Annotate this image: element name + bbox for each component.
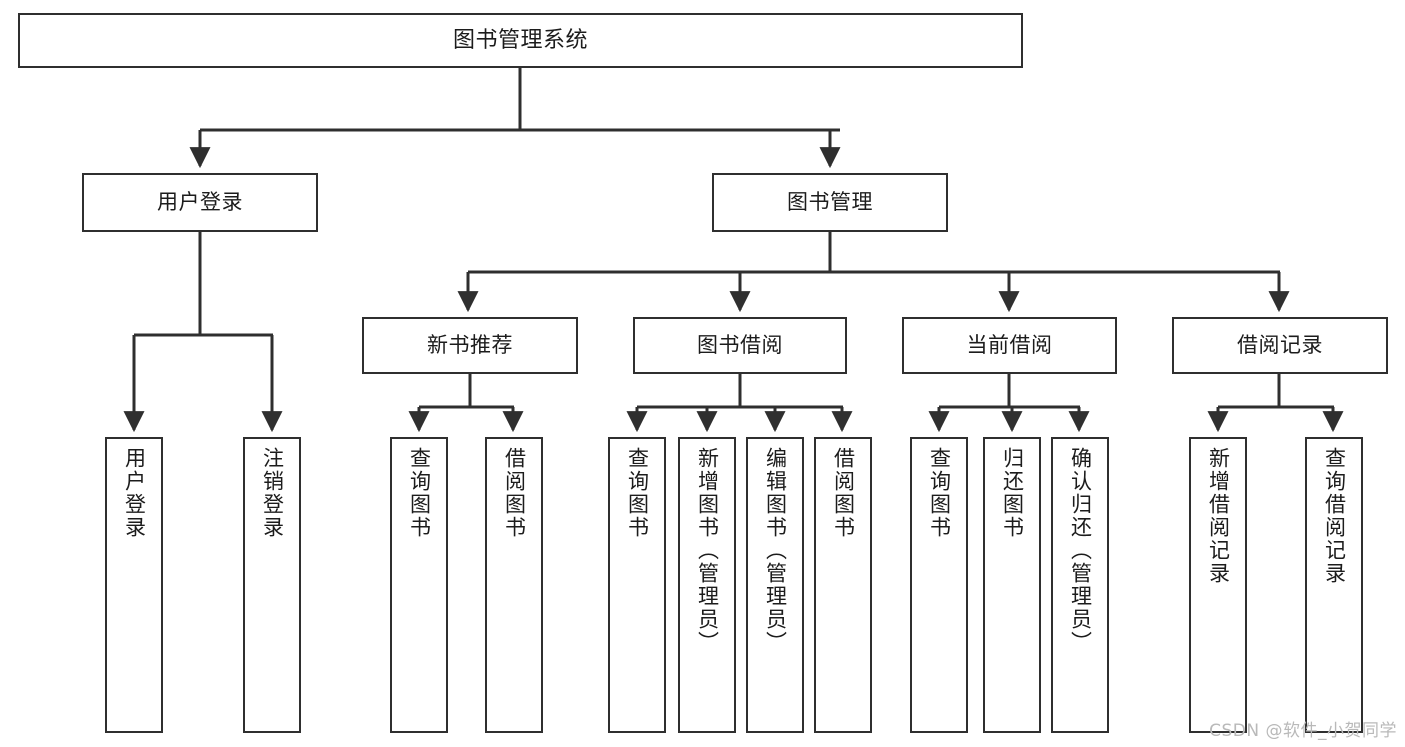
leaf-query-books-current[interactable]: 查询图书	[910, 437, 968, 733]
node-new-book-recommend[interactable]: 新书推荐	[362, 317, 578, 374]
csdn-watermark: CSDN @软件_小贺同学	[1209, 721, 1397, 741]
leaf-edit-book-admin[interactable]: 编辑图书（管理员）	[746, 437, 804, 733]
node-borrow-records[interactable]: 借阅记录	[1172, 317, 1388, 374]
node-root[interactable]: 图书管理系统	[18, 13, 1023, 68]
node-root-label: 图书管理系统	[452, 27, 588, 53]
leaf-query-borrow-record[interactable]: 查询借阅记录	[1305, 437, 1363, 733]
node-borrow-records-label: 借阅记录	[1237, 333, 1323, 358]
leaf-borrow-books[interactable]: 借阅图书	[814, 437, 872, 733]
leaf-add-book-admin[interactable]: 新增图书（管理员）	[678, 437, 736, 733]
leaf-borrow-books-recommend-label: 借阅图书	[502, 447, 527, 539]
leaf-query-books-recommend-label: 查询图书	[407, 447, 432, 539]
leaf-query-books-current-label: 查询图书	[927, 447, 952, 539]
node-user-login[interactable]: 用户登录	[82, 173, 318, 232]
leaf-logout[interactable]: 注销登录	[243, 437, 301, 733]
node-book-borrow[interactable]: 图书借阅	[633, 317, 847, 374]
node-book-management[interactable]: 图书管理	[712, 173, 948, 232]
leaf-confirm-return-admin-label: 确认归还（管理员）	[1068, 447, 1093, 654]
leaf-query-books-borrow-label: 查询图书	[625, 447, 650, 539]
leaf-user-login-label: 用户登录	[122, 447, 147, 539]
leaf-borrow-books-recommend[interactable]: 借阅图书	[485, 437, 543, 733]
leaf-return-books[interactable]: 归还图书	[983, 437, 1041, 733]
leaf-query-borrow-record-label: 查询借阅记录	[1322, 447, 1347, 585]
leaf-query-books-borrow[interactable]: 查询图书	[608, 437, 666, 733]
leaf-add-book-admin-label: 新增图书（管理员）	[695, 447, 720, 654]
leaf-user-login[interactable]: 用户登录	[105, 437, 163, 733]
node-user-login-label: 用户登录	[157, 190, 243, 215]
leaf-add-borrow-record-label: 新增借阅记录	[1206, 447, 1231, 585]
leaf-logout-label: 注销登录	[260, 447, 285, 539]
node-book-borrow-label: 图书借阅	[697, 333, 783, 358]
leaf-add-borrow-record[interactable]: 新增借阅记录	[1189, 437, 1247, 733]
node-new-book-recommend-label: 新书推荐	[427, 333, 513, 358]
leaf-query-books-recommend[interactable]: 查询图书	[390, 437, 448, 733]
node-current-borrow[interactable]: 当前借阅	[902, 317, 1117, 374]
node-book-management-label: 图书管理	[787, 190, 873, 215]
leaf-confirm-return-admin[interactable]: 确认归还（管理员）	[1051, 437, 1109, 733]
leaf-return-books-label: 归还图书	[1000, 447, 1025, 539]
leaf-borrow-books-label: 借阅图书	[831, 447, 856, 539]
leaf-edit-book-admin-label: 编辑图书（管理员）	[763, 447, 788, 654]
node-current-borrow-label: 当前借阅	[966, 333, 1053, 358]
